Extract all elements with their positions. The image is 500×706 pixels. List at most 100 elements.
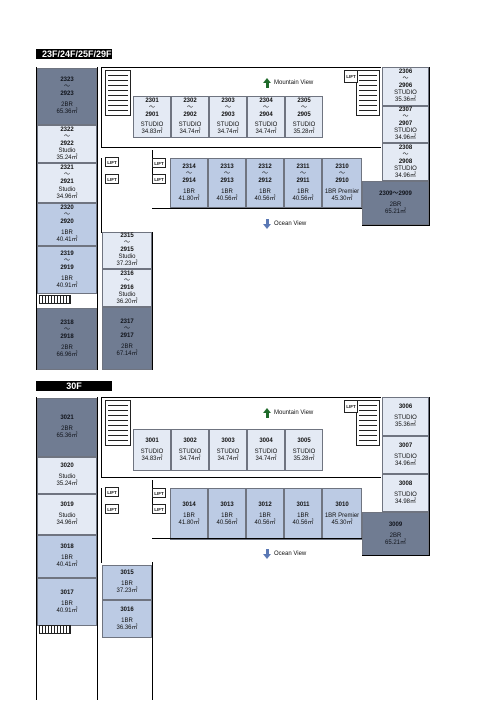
unit-type: 2BR <box>389 201 402 208</box>
unit-number: ～ <box>123 326 130 332</box>
unit-number: ～ <box>63 172 70 178</box>
wall <box>36 67 37 370</box>
unit-area: 34.74㎡ <box>255 455 277 462</box>
lift-icon: LIFT <box>105 487 119 497</box>
unit-area: 40.56㎡ <box>292 195 314 202</box>
unit-number: 2910 <box>335 177 349 184</box>
unit-type: STUDIO <box>394 491 417 498</box>
unit-area: 37.23㎡ <box>116 261 138 267</box>
staircase <box>356 400 380 446</box>
unit-type: STUDIO <box>254 448 278 455</box>
unit-area: 65.36㎡ <box>56 433 78 439</box>
unit-number: ～ <box>186 105 193 111</box>
unit-area: 36.36㎡ <box>116 624 138 631</box>
arrow-up-icon <box>263 408 271 418</box>
unit-type: STUDIO <box>140 448 164 455</box>
unit-type: STUDIO <box>216 122 240 128</box>
unit-number: 3006 <box>398 404 413 410</box>
arrow-up-icon <box>263 78 271 88</box>
unit-number: 2311 <box>296 163 310 170</box>
wall <box>362 555 430 556</box>
wall <box>101 397 102 477</box>
unit-area: 40.41㎡ <box>56 237 78 243</box>
unit-type: 1BR <box>259 188 271 195</box>
unit-number: 3004 <box>259 437 273 444</box>
unit-area: 65.21㎡ <box>384 539 406 546</box>
unit-number: 2318 <box>60 319 74 326</box>
unit-number: ～ <box>402 151 409 158</box>
unit-area: 34.83㎡ <box>141 129 163 135</box>
floor-label-upper: 23F/24F/25F/29F <box>36 49 112 59</box>
unit-number: 3013 <box>220 501 234 508</box>
unit-type: 2BR <box>61 426 73 432</box>
lift-icon: LIFT <box>105 504 119 514</box>
vent-grille <box>39 295 71 304</box>
wall <box>152 538 362 539</box>
unit-number: ～ <box>402 76 409 82</box>
wall <box>429 67 430 225</box>
unit-number: 2905 <box>297 112 311 118</box>
unit-area: 65.36㎡ <box>56 109 78 115</box>
unit-number: ～ <box>148 105 155 111</box>
staircase <box>356 70 380 116</box>
unit-number: 2301 <box>145 98 159 104</box>
unit-number: 2321 <box>60 165 74 171</box>
unit-number: 2901 <box>145 112 159 118</box>
unit-number: ～ <box>299 170 306 177</box>
wall <box>101 488 102 563</box>
unit-type: 2BR <box>121 344 133 350</box>
unit-number: ～ <box>63 326 70 333</box>
unit-type: 1BR <box>221 512 233 519</box>
unit-type: STUDIO <box>140 122 164 128</box>
unit-area: 40.56㎡ <box>216 519 238 526</box>
mountain-view-label: Mountain View <box>263 406 333 420</box>
unit-type: Studio <box>58 187 76 193</box>
unit-type: STUDIO <box>394 415 417 421</box>
unit-area: 35.24㎡ <box>56 481 78 487</box>
